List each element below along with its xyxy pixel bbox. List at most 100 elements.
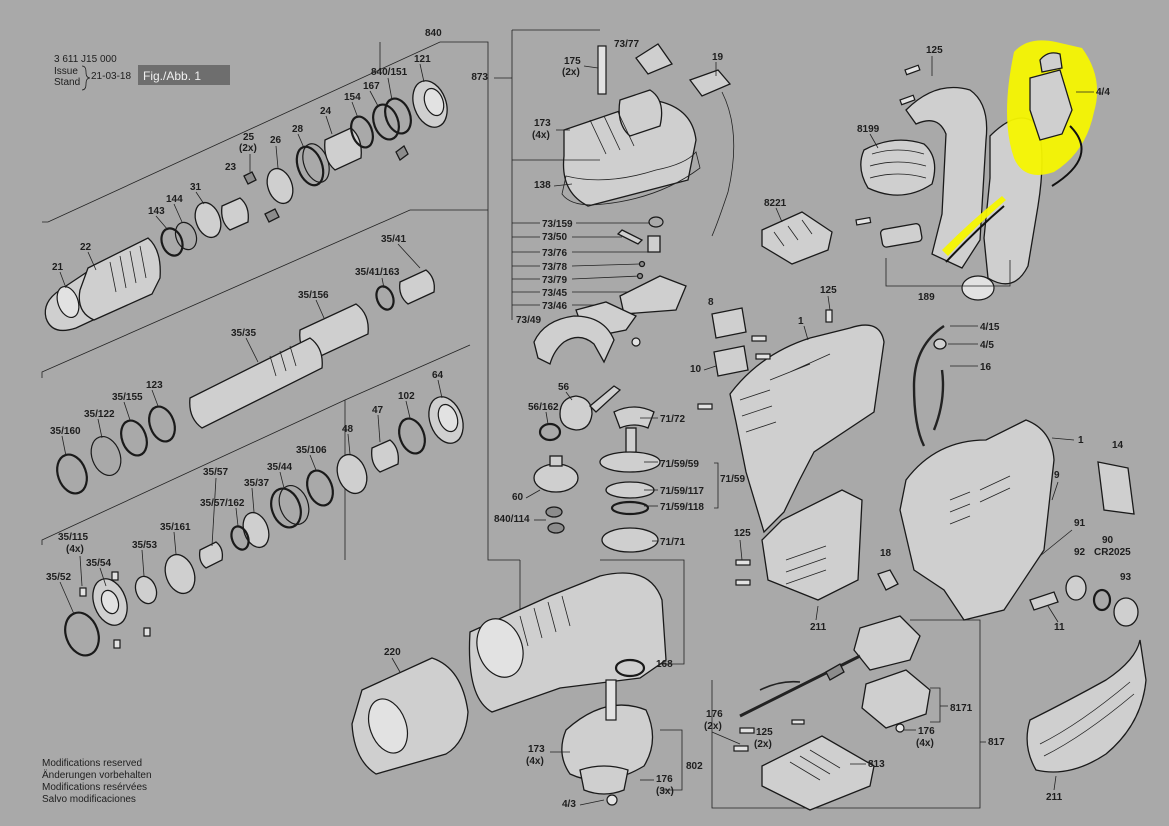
label-73-45: 73/45 [542,288,567,299]
label-35-52: 35/52 [46,572,71,583]
module-8171 [861,669,931,729]
gear-71-59-59 [599,451,661,473]
bearing-840-114a [545,506,563,518]
ring-35-106 [306,469,334,507]
ring-123 [148,405,176,443]
label-73-159: 73/159 [542,219,573,230]
pin-35-115c [143,627,151,637]
part-35-53 [134,575,158,605]
label-31: 31 [190,182,202,193]
bearing-840-114b [547,522,565,534]
label-35-115-qty: (4x) [66,544,84,555]
main-housing-group: 125 8 10 1 211 125 4/15 4/5 16 [690,285,1139,633]
plate-73-45 [619,275,687,315]
fig-label: Fig./Abb. 1 [143,69,201,83]
pin-35-115d [113,639,121,649]
label-73-50: 73/50 [542,232,567,243]
frame-line-top [42,41,520,561]
label-35-54: 35/54 [86,558,111,569]
knob-93 [1113,597,1139,627]
brace-icon [81,65,91,91]
label-4-3: 4/3 [562,799,576,810]
label-35-57-162: 35/57/162 [200,498,245,509]
label-35-156: 35/156 [298,290,329,301]
oring-73-159 [648,216,664,228]
ring-154 [350,115,374,149]
part-18 [877,569,899,591]
label-64: 64 [432,370,444,381]
ring-102 [398,417,426,455]
label-35-57: 35/57 [203,467,228,478]
label-176a-qty: (3x) [656,786,674,797]
label-91: 91 [1074,518,1086,529]
label-154: 154 [344,92,361,103]
part-19 [688,69,732,97]
ring-35-155 [120,419,148,457]
ring-35-57-162 [230,525,250,551]
label-73-78: 73/78 [542,262,567,273]
label-873: 873 [471,72,488,83]
cable-4-15 [912,325,945,447]
ring-35-160 [56,453,88,495]
handle-left [905,86,988,269]
lever-73-50 [616,229,644,245]
label-1b: 1 [1078,435,1084,446]
label-73-79: 73/79 [542,275,567,286]
label-144: 144 [166,194,183,205]
ring-35-41-163 [375,285,395,311]
label-35-37: 35/37 [244,478,269,489]
label-175-qty: (2x) [562,67,580,78]
cage-48 [336,453,368,495]
label-9: 9 [1054,470,1060,481]
arm-56 [589,385,622,413]
part-4-5 [933,338,947,350]
battery-90 [1092,588,1112,612]
wire-harness [739,654,861,718]
electronics-group: 817 8171 176 (2x) 125 (2x) 176 (4x) 813 … [704,615,1147,811]
ring-167 [372,103,400,141]
part-25b [264,208,280,223]
issue-date: 21-03-18 [91,71,131,82]
ball-73-78 [638,260,646,268]
ring-35-122 [90,436,122,476]
clip-part [395,145,409,161]
label-35-41-163: 35/41/163 [355,267,400,278]
label-176a: 176 [656,774,673,785]
label-71-71: 71/71 [660,537,685,548]
ring-56-162 [538,422,562,442]
label-35-44: 35/44 [267,462,292,473]
spring-35-44 [270,487,302,529]
bracket-189 [885,258,1011,287]
frame-line-joint [344,344,471,401]
footer-notes: Modifications reserved Änderungen vorbeh… [42,758,152,805]
switch-4-4 [1029,69,1073,141]
label-125a: 125 [926,45,943,56]
label-8171: 8171 [950,703,973,714]
label-123: 123 [146,380,163,391]
cover-73-49 [533,315,615,365]
label-16: 16 [980,362,992,373]
label-22: 22 [80,242,92,253]
label-23: 23 [225,162,237,173]
label-14: 14 [1112,440,1124,451]
fig-badge [138,65,230,85]
label-4-15: 4/15 [980,322,1000,333]
label-18: 18 [880,548,892,559]
stator-part [579,765,629,795]
part-26 [266,167,294,205]
label-167: 167 [363,81,380,92]
label-125d: 125 [756,727,773,738]
handle-group: 125 4/4 8199 189 8221 [761,40,1110,303]
ball-73-79 [636,272,644,280]
screw-175 [597,45,607,95]
label-189: 189 [918,292,935,303]
label-8199: 8199 [857,124,880,135]
label-21: 21 [52,262,64,273]
oring-168 [614,658,646,678]
pin-73-76 [647,235,661,253]
ring-143 [160,227,184,257]
label-102: 102 [398,391,415,402]
housing-1-lower [761,489,863,601]
label-11: 11 [1054,622,1065,633]
label-176b-qty: (2x) [704,721,722,732]
